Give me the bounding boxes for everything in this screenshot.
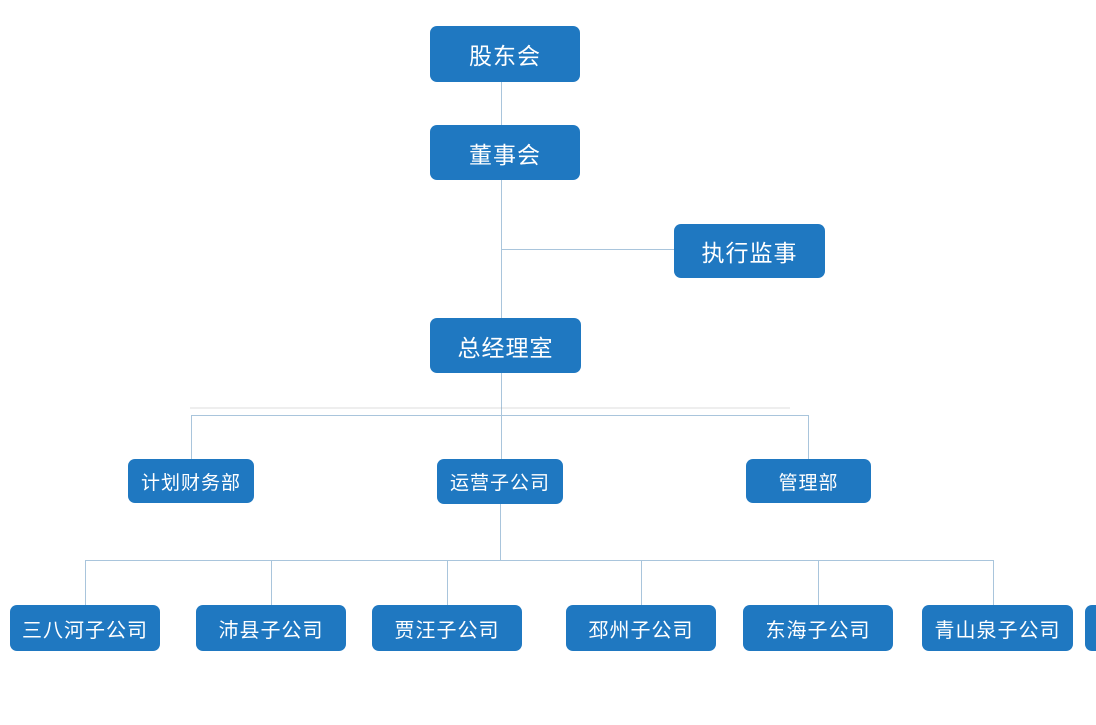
connector-gm-departments-stem (501, 373, 502, 459)
node-dept-management: 管理部 (746, 459, 871, 503)
connector-drop-sub-3 (447, 560, 448, 605)
node-sub-jiawang: 贾汪子公司 (372, 605, 522, 651)
node-dept-planning-finance: 计划财务部 (128, 459, 254, 503)
connector-drop-sub-4 (641, 560, 642, 605)
node-sub-donghai: 东海子公司 (743, 605, 893, 651)
connector-drop-sub-5 (818, 560, 819, 605)
connector-drop-sub-1 (85, 560, 86, 605)
connector-drop-planning-finance (191, 415, 192, 459)
connector-operating-subsidiaries-stem (500, 504, 501, 560)
node-operating-subsidiary: 运营子公司 (437, 459, 563, 504)
node-executive-supervisor: 执行监事 (674, 224, 825, 278)
connector-drop-management (808, 415, 809, 459)
connector-drop-sub-6 (993, 560, 994, 605)
node-shareholders: 股东会 (430, 26, 580, 82)
connector-subsidiaries-horizontal (85, 560, 993, 561)
connector-drop-sub-2 (271, 560, 272, 605)
connector-branch-supervisor (501, 249, 674, 250)
node-sub-pizhou: 邳州子公司 (566, 605, 716, 651)
node-board: 董事会 (430, 125, 580, 180)
node-sub-sanbahe: 三八河子公司 (10, 605, 160, 651)
connector-departments-horizontal (191, 415, 808, 416)
node-clipped-partial (1085, 605, 1096, 651)
node-sub-qingshanquan: 青山泉子公司 (922, 605, 1073, 651)
node-sub-peixian: 沛县子公司 (196, 605, 346, 651)
faint-artifact-line (190, 407, 790, 409)
node-gm-office: 总经理室 (430, 318, 581, 373)
connector-shareholders-board (501, 82, 502, 126)
